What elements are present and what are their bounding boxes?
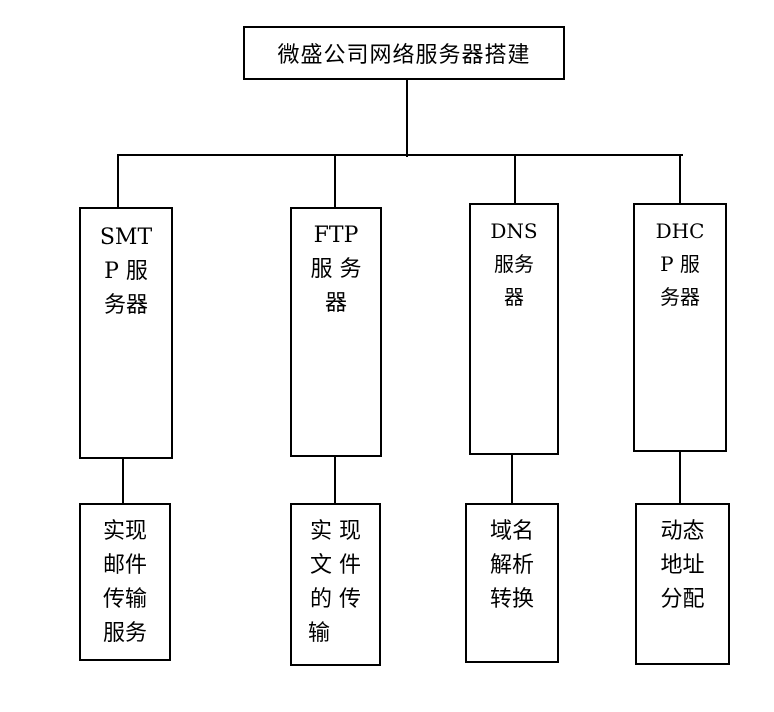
root-connector	[406, 80, 408, 157]
server-label-line: FTP	[313, 223, 359, 248]
desc-label-dhcp: 动态 地址 分配	[637, 515, 728, 617]
server-label-dhcp: DHC P 服 务器	[635, 215, 725, 314]
desc-label-line: 文 件	[310, 553, 361, 578]
server-label-smtp: SMT P 服 务器	[81, 221, 171, 323]
desc-label-line: 传输	[102, 587, 147, 612]
desc-label-ftp: 实 现 文 件 的 传 输	[292, 515, 379, 651]
desc-node-ftp: 实 现 文 件 的 传 输	[290, 503, 381, 666]
desc-connector-smtp	[122, 459, 124, 504]
desc-label-line: 的 传	[310, 587, 361, 612]
server-label-line: DHC	[655, 219, 705, 243]
desc-label-line: 域名	[489, 519, 534, 544]
server-node-dns: DNS 服务 器	[469, 203, 559, 455]
branch-connector-dhcp	[679, 154, 681, 204]
desc-node-dns: 域名 解析 转换	[465, 503, 559, 663]
desc-label-line: 实 现	[310, 519, 361, 544]
branch-connector-ftp	[334, 154, 336, 208]
server-label-ftp: FTP 服 务 器	[292, 219, 380, 321]
server-label-dns: DNS 服务 器	[471, 215, 557, 314]
server-label-line: 务器	[660, 285, 700, 309]
branch-bus	[117, 154, 683, 156]
desc-label-line: 分配	[660, 587, 705, 612]
desc-label-line: 输	[308, 621, 331, 646]
desc-connector-dhcp	[679, 452, 681, 504]
server-label-line: SMT	[99, 225, 153, 250]
root-title: 微盛公司网络服务器搭建	[277, 43, 531, 68]
desc-label-smtp: 实现 邮件 传输 服务	[81, 515, 169, 651]
server-node-ftp: FTP 服 务 器	[290, 207, 382, 457]
desc-connector-dns	[511, 455, 513, 504]
branch-connector-smtp	[117, 154, 119, 208]
desc-label-line: 实现	[102, 519, 147, 544]
desc-connector-ftp	[334, 457, 336, 504]
branch-connector-dns	[514, 154, 516, 204]
server-label-line: 器	[324, 291, 347, 316]
desc-label-line: 服务	[102, 621, 147, 646]
server-label-line: 器	[504, 285, 524, 309]
desc-node-dhcp: 动态 地址 分配	[635, 503, 730, 665]
server-label-line: DNS	[490, 219, 538, 243]
server-label-line: P 服	[660, 252, 700, 276]
desc-node-smtp: 实现 邮件 传输 服务	[79, 503, 171, 661]
server-label-line: P 服	[104, 259, 148, 284]
server-node-smtp: SMT P 服 务器	[79, 207, 173, 459]
desc-label-line: 地址	[660, 553, 705, 578]
server-node-dhcp: DHC P 服 务器	[633, 203, 727, 452]
desc-label-line: 邮件	[102, 553, 147, 578]
server-label-line: 务器	[103, 293, 148, 318]
server-label-line: 服务	[494, 252, 534, 276]
desc-label-line: 解析	[489, 553, 534, 578]
root-node: 微盛公司网络服务器搭建	[243, 26, 565, 80]
desc-label-dns: 域名 解析 转换	[467, 515, 557, 617]
desc-label-line: 转换	[489, 587, 534, 612]
server-label-line: 服 务	[310, 257, 362, 282]
desc-label-line: 动态	[660, 519, 705, 544]
